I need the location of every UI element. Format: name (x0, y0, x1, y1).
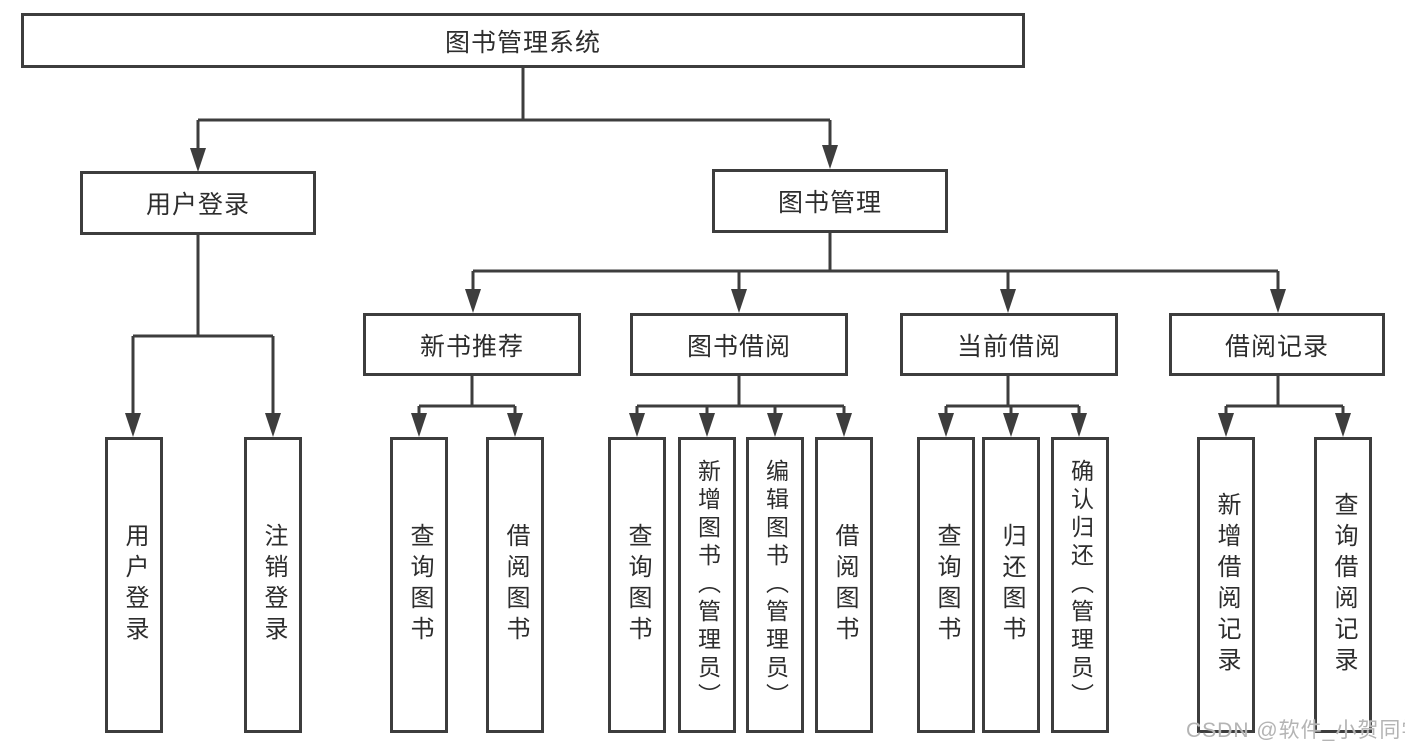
arrowhead (1270, 289, 1286, 313)
arrowhead (836, 413, 852, 437)
connector-user-login-to-leaves (131, 235, 275, 418)
arrowhead (767, 413, 783, 437)
leaf-confirm-return-admin: 确认归还（管理员） (1051, 437, 1109, 733)
arrowhead (1218, 413, 1234, 437)
leaf-query-book-recommend-label: 查询图书 (406, 523, 433, 647)
leaf-confirm-return-admin-label: 确认归还（管理员） (1067, 459, 1094, 711)
arrowhead (938, 413, 954, 437)
leaf-query-borrow-record-label: 查询借阅记录 (1330, 492, 1357, 678)
node-borrow-record: 借阅记录 (1169, 313, 1385, 376)
leaf-add-book-admin-label: 新增图书（管理员） (694, 459, 721, 711)
arrowhead (731, 289, 747, 313)
leaf-edit-book-admin: 编辑图书（管理员） (746, 437, 804, 733)
leaf-borrow-book-recommend: 借阅图书 (486, 437, 544, 733)
leaf-add-borrow-record: 新增借阅记录 (1197, 437, 1255, 733)
leaf-query-book-borrow: 查询图书 (608, 437, 666, 733)
arrowhead (1335, 413, 1351, 437)
node-new-book-recommend: 新书推荐 (363, 313, 581, 376)
node-new-book-recommend-label: 新书推荐 (419, 332, 524, 361)
arrowhead (265, 413, 281, 437)
leaf-query-book-borrow-label: 查询图书 (624, 523, 651, 647)
leaf-query-book-recommend: 查询图书 (390, 437, 448, 733)
connector-book-borrow-to-leaves (635, 376, 846, 418)
leaf-user-login-label: 用户登录 (121, 523, 148, 647)
arrowhead (465, 289, 481, 313)
connector-root-to-level2 (196, 68, 832, 152)
leaf-logout: 注销登录 (244, 437, 302, 733)
connector-new-book-to-leaves (417, 376, 517, 418)
arrowhead (507, 413, 523, 437)
arrowhead (125, 413, 141, 437)
arrowhead (190, 148, 206, 172)
leaf-return-book-label: 归还图书 (998, 523, 1025, 647)
leaf-user-login: 用户登录 (105, 437, 163, 733)
leaf-borrow-book-label: 借阅图书 (831, 523, 858, 647)
node-current-borrow: 当前借阅 (900, 313, 1118, 376)
node-book-mgmt-label: 图书管理 (777, 189, 882, 217)
leaf-add-book-admin: 新增图书（管理员） (678, 437, 736, 733)
arrowhead (1000, 289, 1016, 313)
leaf-query-book-current: 查询图书 (917, 437, 975, 733)
connector-current-borrow-to-leaves (944, 376, 1081, 418)
node-root-label: 图书管理系统 (444, 28, 601, 57)
connector-book-mgmt-to-level3 (471, 233, 1280, 293)
arrowhead (822, 145, 838, 169)
leaf-edit-book-admin-label: 编辑图书（管理员） (762, 459, 789, 711)
node-book-mgmt: 图书管理 (712, 169, 948, 233)
leaf-return-book: 归还图书 (982, 437, 1040, 733)
node-book-borrow-label: 图书借阅 (686, 332, 791, 361)
csdn-watermark: CSDN @软件_小贺同学 (1186, 719, 1405, 742)
node-borrow-record-label: 借阅记录 (1224, 332, 1329, 361)
arrowhead (411, 413, 427, 437)
connector-borrow-record-to-leaves (1224, 376, 1345, 418)
arrowhead (1071, 413, 1087, 437)
arrowhead (699, 413, 715, 437)
node-root-system: 图书管理系统 (21, 13, 1025, 68)
leaf-borrow-book-recommend-label: 借阅图书 (502, 523, 529, 647)
leaf-query-borrow-record: 查询借阅记录 (1314, 437, 1372, 733)
leaf-logout-label: 注销登录 (260, 523, 287, 647)
leaf-borrow-book: 借阅图书 (815, 437, 873, 733)
leaf-query-book-current-label: 查询图书 (933, 523, 960, 647)
leaf-add-borrow-record-label: 新增借阅记录 (1213, 492, 1240, 678)
arrowhead (629, 413, 645, 437)
node-user-login-label: 用户登录 (145, 191, 250, 219)
arrowhead (1003, 413, 1019, 437)
node-current-borrow-label: 当前借阅 (956, 332, 1061, 361)
node-user-login: 用户登录 (80, 171, 316, 235)
node-book-borrow: 图书借阅 (630, 313, 848, 376)
